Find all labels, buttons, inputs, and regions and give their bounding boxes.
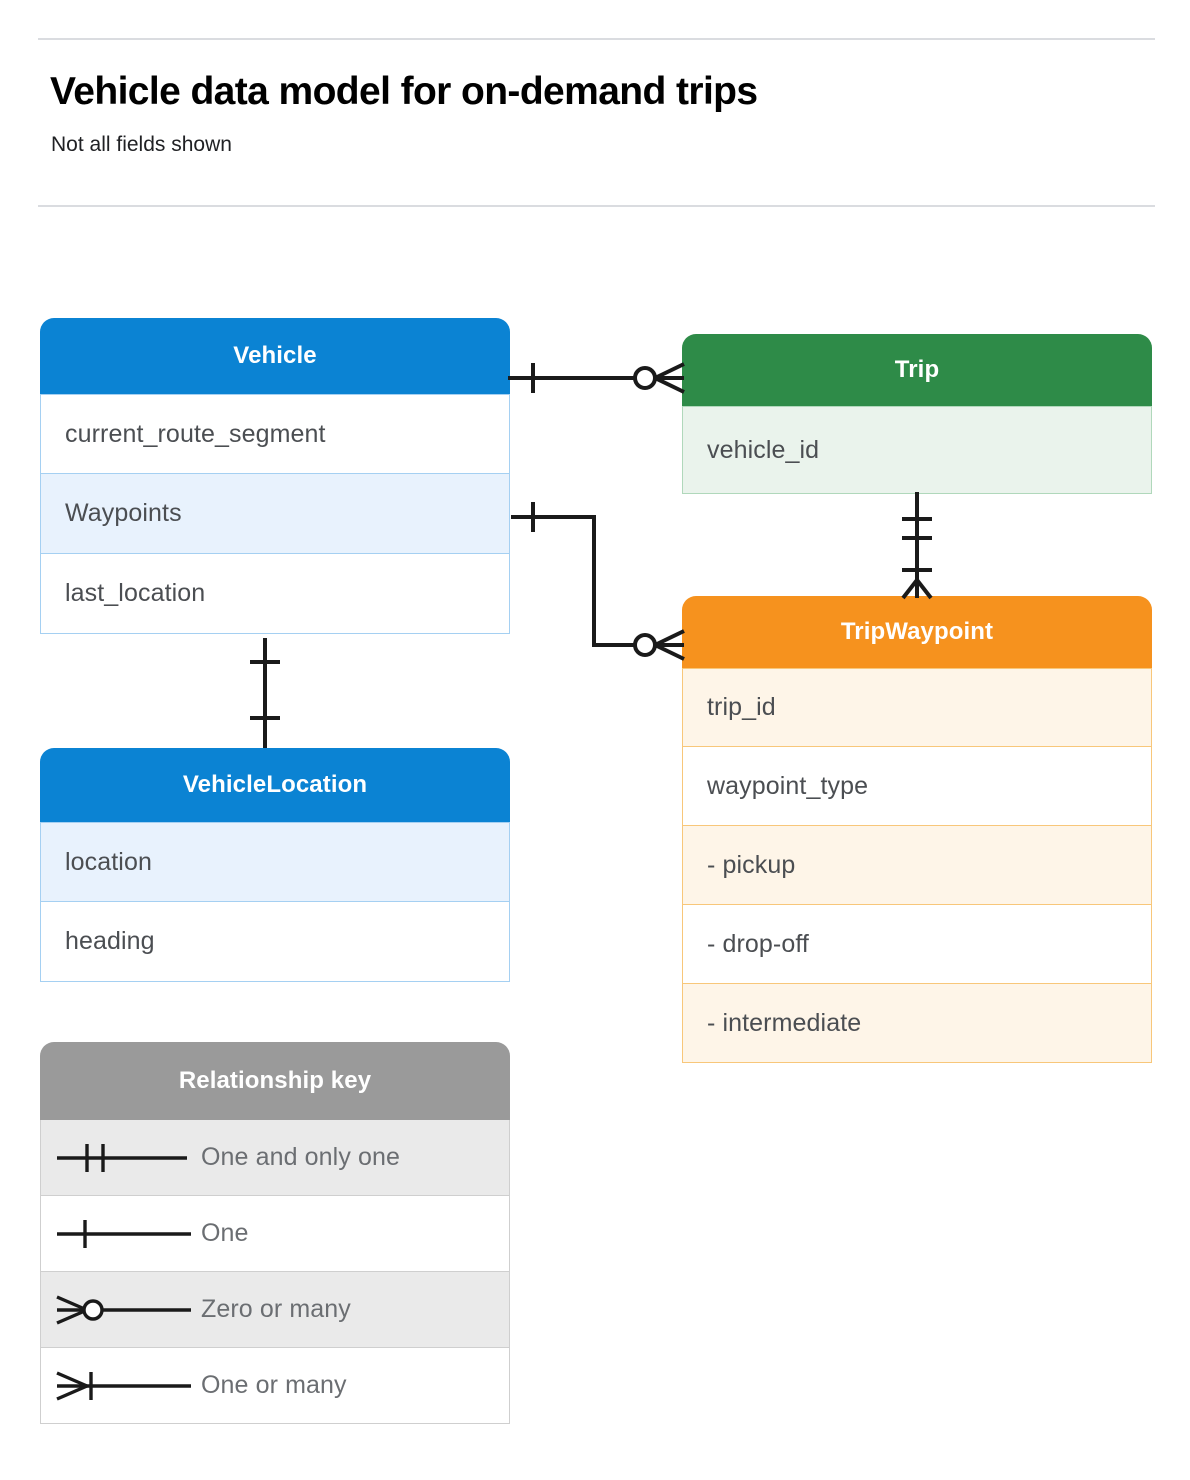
- entity-tripwaypoint-header: TripWaypoint: [682, 596, 1152, 668]
- one-and-only-one-icon: [41, 1138, 201, 1178]
- legend-label: One or many: [201, 1371, 347, 1399]
- zero-or-many-icon: [41, 1290, 201, 1330]
- field-row[interactable]: vehicle_id: [682, 406, 1152, 494]
- legend-row-one[interactable]: One: [40, 1196, 510, 1272]
- legend-label: One and only one: [201, 1143, 400, 1171]
- connector-trip-tripwaypoint: [901, 492, 933, 600]
- field-row[interactable]: Waypoints: [40, 474, 510, 554]
- legend-row-one-and-only-one[interactable]: One and only one: [40, 1120, 510, 1196]
- entity-trip[interactable]: Trip vehicle_id: [682, 334, 1152, 494]
- legend-relationship-key: Relationship key One and only one One: [40, 1042, 510, 1424]
- field-row[interactable]: location: [40, 822, 510, 902]
- page-subtitle: Not all fields shown: [51, 133, 232, 156]
- field-row[interactable]: last_location: [40, 554, 510, 634]
- field-row[interactable]: - intermediate: [682, 984, 1152, 1063]
- entity-trip-fields: vehicle_id: [682, 406, 1152, 494]
- legend-label: One: [201, 1219, 249, 1247]
- page-title: Vehicle data model for on-demand trips: [50, 70, 758, 113]
- connector-vehicle-vehiclelocation: [250, 638, 280, 748]
- entity-tripwaypoint-fields: trip_id waypoint_type - pickup - drop-of…: [682, 668, 1152, 1063]
- legend-row-one-or-many[interactable]: One or many: [40, 1348, 510, 1424]
- entity-trip-header: Trip: [682, 334, 1152, 406]
- legend-label: Zero or many: [201, 1295, 351, 1323]
- one-icon: [41, 1214, 201, 1254]
- legend-title: Relationship key: [40, 1042, 510, 1120]
- entity-vehicle-header: Vehicle: [40, 318, 510, 394]
- legend-row-zero-or-many[interactable]: Zero or many: [40, 1272, 510, 1348]
- connector-vehicle-trip: [508, 362, 685, 394]
- header-divider-top: [38, 38, 1155, 40]
- entity-vehiclelocation-fields: location heading: [40, 822, 510, 982]
- header-divider-bottom: [38, 205, 1155, 207]
- field-row[interactable]: - drop-off: [682, 905, 1152, 984]
- field-row[interactable]: heading: [40, 902, 510, 982]
- entity-vehiclelocation-header: VehicleLocation: [40, 748, 510, 822]
- entity-vehicle-fields: current_route_segment Waypoints last_loc…: [40, 394, 510, 634]
- entity-vehiclelocation[interactable]: VehicleLocation location heading: [40, 748, 510, 982]
- field-row[interactable]: waypoint_type: [682, 747, 1152, 826]
- connector-waypoints-tripwaypoint: [511, 502, 685, 661]
- entity-tripwaypoint[interactable]: TripWaypoint trip_id waypoint_type - pic…: [682, 596, 1152, 1063]
- one-or-many-icon: [41, 1366, 201, 1406]
- field-row[interactable]: - pickup: [682, 826, 1152, 905]
- field-row[interactable]: trip_id: [682, 668, 1152, 747]
- entity-vehicle[interactable]: Vehicle current_route_segment Waypoints …: [40, 318, 510, 634]
- field-row[interactable]: current_route_segment: [40, 394, 510, 474]
